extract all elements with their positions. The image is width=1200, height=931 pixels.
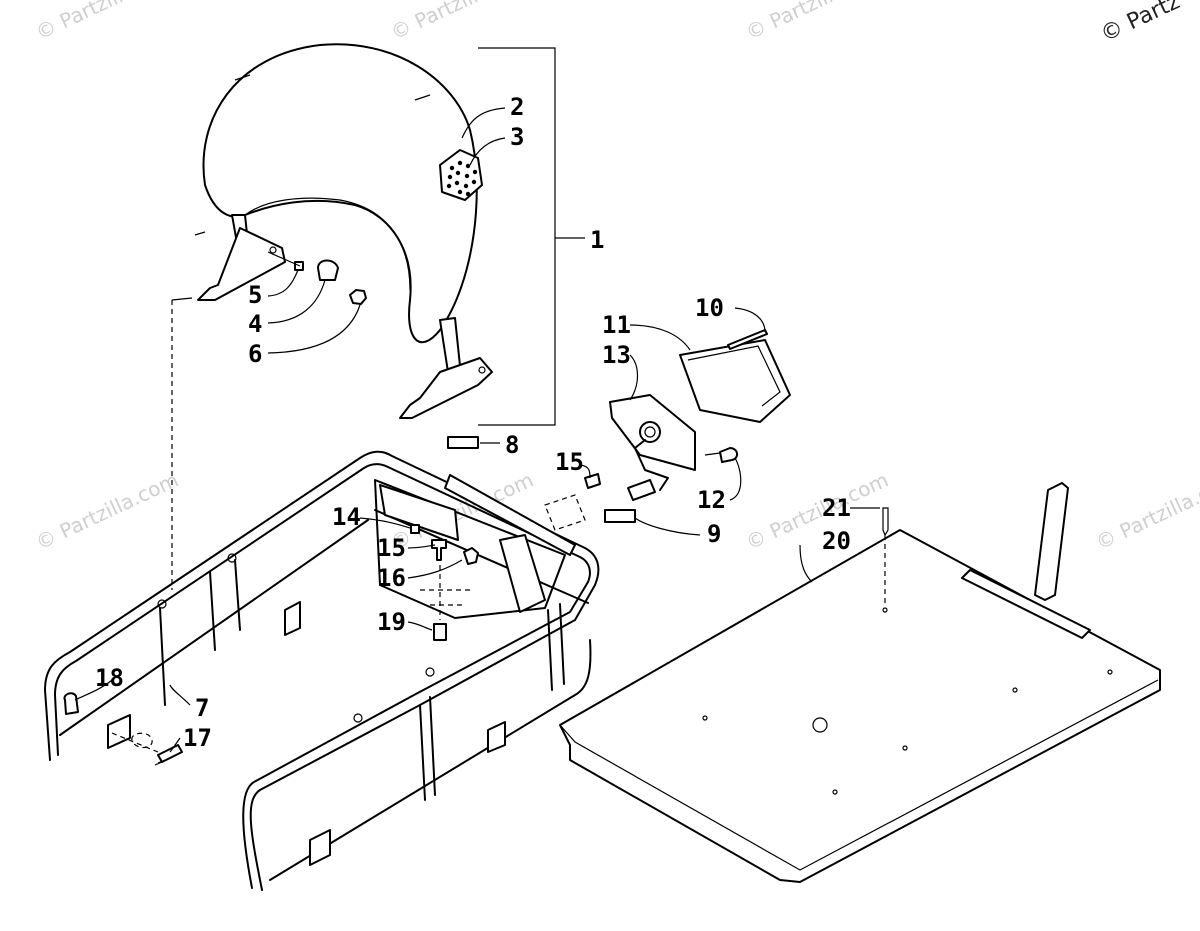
bulb-12: [719, 447, 738, 463]
decal-9: [604, 509, 636, 523]
watermark-1: © Partzilla.com: [32, 0, 182, 45]
socket-grommet: [639, 421, 661, 443]
callout-15-upper[interactable]: 15: [555, 448, 584, 476]
rack-uprights: [159, 559, 565, 801]
rack-front-rail: [242, 581, 596, 891]
fastener-21: [882, 507, 889, 537]
callout-6[interactable]: 6: [248, 340, 262, 368]
rack-top-rail-left: [44, 450, 600, 761]
floor-plate-hole: [812, 717, 828, 733]
watermark-corner: © Partz: [1097, 0, 1184, 47]
watermark-2: © Partzilla.com: [387, 0, 537, 45]
wire-connector: [627, 479, 656, 501]
callout-1-bracket: [478, 47, 585, 426]
bolt-17: [157, 744, 183, 763]
taillight-assembly: [609, 329, 791, 501]
leader-lines: [74, 107, 880, 753]
rack-top-bar: [444, 474, 576, 556]
backrest-seam: [194, 74, 431, 236]
bracket-clip: [544, 494, 586, 531]
taillight-housing-inner: [687, 345, 781, 407]
rear-rack: [44, 297, 600, 891]
floor-plate-step: [961, 569, 1091, 639]
callout-5[interactable]: 5: [248, 281, 262, 309]
watermark-3: © Partzilla.com: [742, 0, 892, 45]
spacer-4: [317, 259, 339, 281]
callout-1[interactable]: 1: [590, 226, 604, 254]
callout-18[interactable]: 18: [95, 664, 124, 692]
floor-plate-handle: [1034, 482, 1069, 601]
backrest-inner-edge: [244, 197, 411, 291]
callout-17[interactable]: 17: [183, 724, 212, 752]
rack-center-plate: [374, 479, 566, 619]
callout-14[interactable]: 14: [332, 503, 361, 531]
watermarks: © Partzilla.com © Partzilla.com © Partzi…: [32, 0, 1200, 555]
callouts: 1 2 3 5 4 6 10 11 13 8 15 12 14 9 15 16 …: [95, 93, 851, 752]
watermark-7: © Partzilla.com: [1092, 468, 1200, 555]
screw-19: [433, 623, 447, 641]
callout-10[interactable]: 10: [695, 294, 724, 322]
rack-plate-brace-left: [379, 484, 459, 541]
floor-plate-edge: [559, 679, 1159, 871]
rack-top-rail-inner: [54, 463, 591, 756]
rack-mount-tab-3: [487, 721, 506, 753]
callout-15-lower[interactable]: 15: [377, 534, 406, 562]
hardware-path-16: [420, 565, 470, 620]
decal-8: [447, 436, 479, 449]
backrest-left-bracket: [197, 227, 286, 301]
backrest-assembly: [194, 43, 585, 426]
callout-9[interactable]: 9: [707, 520, 721, 548]
rack-mount-path-top: [171, 297, 193, 301]
rack-mount-tab-1: [284, 601, 301, 636]
callout-4[interactable]: 4: [248, 310, 262, 338]
callout-20[interactable]: 20: [822, 527, 851, 555]
lens-bolt-10: [727, 329, 768, 350]
taillight-housing-11: [679, 339, 791, 423]
bolt-17-thread: [154, 759, 166, 766]
watermark-6: © Partzilla.com: [742, 468, 892, 555]
floor-plate: [559, 482, 1161, 883]
watermark-4: © Partzilla.com: [32, 468, 182, 555]
floor-plate-body: [559, 529, 1161, 883]
callout-13[interactable]: 13: [602, 341, 631, 369]
callout-12[interactable]: 12: [697, 486, 726, 514]
rack-hardware: [63, 524, 479, 766]
rack-plate-brace-right: [499, 534, 546, 613]
callout-19[interactable]: 19: [377, 608, 406, 636]
callout-8[interactable]: 8: [505, 431, 519, 459]
cap-18: [63, 692, 79, 715]
taillight-wiring: [634, 439, 669, 491]
rack-mount-tab-2: [107, 714, 131, 749]
rack-mount-tab-4: [309, 829, 331, 866]
bulb-12-base: [704, 452, 721, 456]
bolt-stud: [267, 251, 301, 267]
callout-11[interactable]: 11: [602, 311, 631, 339]
rack-lower-rail: [269, 639, 592, 881]
nut-16: [463, 547, 479, 565]
bolt-14: [410, 524, 420, 534]
nut-6: [349, 289, 367, 305]
callout-7[interactable]: 7: [195, 694, 209, 722]
backrest-pad: [202, 43, 478, 344]
callout-16[interactable]: 16: [377, 564, 406, 592]
bolt-15-lower: [431, 539, 447, 561]
washer-17: [131, 732, 153, 749]
backrest-right-bracket: [399, 357, 493, 419]
callout-3[interactable]: 3: [510, 123, 524, 151]
callout-2[interactable]: 2: [510, 93, 524, 121]
callout-21[interactable]: 21: [822, 494, 851, 522]
decals: [447, 436, 636, 531]
bolt-15-upper: [584, 473, 601, 489]
